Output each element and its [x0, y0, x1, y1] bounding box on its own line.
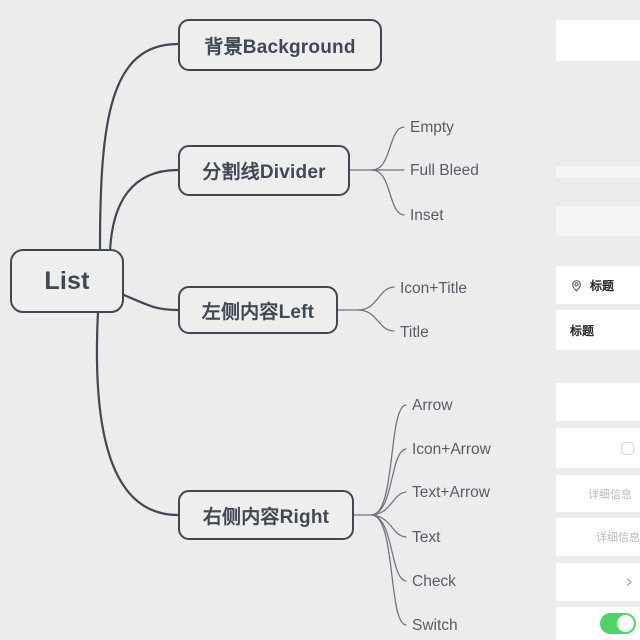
- chevron-right-icon: [624, 577, 634, 587]
- ui-row-detail-a-label: 详细信息: [588, 488, 632, 501]
- mindmap-node-divider-label: 分割线Divider: [202, 162, 326, 183]
- ui-row-switch[interactable]: [556, 607, 640, 640]
- ui-row-pin-title-label: 标题: [590, 278, 615, 293]
- edge-divider-empty: [371, 126, 405, 171]
- mindmap-leaf-icon-title[interactable]: Icon+Title: [400, 280, 468, 297]
- mindmap-node-right-label: 右侧内容Right: [202, 506, 330, 528]
- ui-row-blank[interactable]: [556, 383, 640, 421]
- edge-divider-inset: [371, 169, 405, 216]
- toggle-switch-knob: [617, 615, 634, 632]
- mindmap-leaf-title[interactable]: Title: [400, 324, 429, 341]
- mindmap-leaf-arrow[interactable]: Arrow: [412, 397, 453, 414]
- mindmap-node-root-label: List: [44, 266, 90, 295]
- edge-root-divider: [108, 168, 180, 254]
- mindmap-node-left-label: 左侧内容Left: [201, 301, 315, 323]
- edge-root-left: [122, 293, 180, 312]
- ui-row-pin-title[interactable]: 标题: [556, 266, 640, 304]
- edge-root-right: [95, 310, 180, 517]
- mindmap-leaf-switch[interactable]: Switch: [412, 617, 458, 634]
- edge-right-arrow: [371, 404, 407, 516]
- mindmap-node-divider[interactable]: 分割线Divider: [178, 145, 350, 196]
- edge-right-iconarrow: [371, 448, 407, 516]
- ui-row-checkbox[interactable]: [556, 428, 640, 468]
- checkbox-icon[interactable]: [621, 441, 634, 455]
- edge-right-check: [371, 514, 407, 582]
- ui-row-chevron[interactable]: [556, 563, 640, 601]
- mindmap-leaf-full-bleed[interactable]: Full Bleed: [410, 162, 479, 179]
- edge-left-icontitle: [357, 286, 395, 311]
- mindmap-node-background[interactable]: 背景Background: [178, 19, 382, 71]
- toggle-switch[interactable]: [600, 613, 636, 634]
- mindmap-leaf-check[interactable]: Check: [412, 573, 456, 590]
- edge-root-background: [98, 42, 180, 251]
- edge-right-textarrow: [371, 491, 407, 516]
- mindmap-leaf-empty[interactable]: Empty: [410, 119, 454, 136]
- mindmap-node-background-label: 背景Background: [204, 36, 356, 58]
- mindmap-leaf-icon-arrow[interactable]: Icon+Arrow: [412, 441, 491, 458]
- ui-blank-white-panel: [556, 20, 640, 61]
- mindmap-leaf-text[interactable]: Text: [412, 529, 441, 546]
- mindmap-leaf-text-arrow[interactable]: Text+Arrow: [412, 484, 490, 501]
- edge-left-title: [357, 309, 395, 332]
- edge-right-switch: [371, 514, 407, 626]
- ui-preview-strip: 标题 标题 详细信息 详细信息: [556, 0, 640, 640]
- ui-row-title-label: 标题: [570, 323, 595, 338]
- mindmap-leaf-inset[interactable]: Inset: [410, 207, 444, 224]
- ui-row-detail-b[interactable]: 详细信息: [556, 518, 640, 556]
- mindmap-node-root[interactable]: List: [10, 249, 124, 313]
- location-pin-icon: [570, 279, 583, 292]
- mindmap-node-right[interactable]: 右侧内容Right: [178, 490, 354, 540]
- ui-row-detail-a[interactable]: 详细信息: [556, 475, 640, 512]
- edge-right-text: [371, 514, 407, 538]
- ui-ghost-panel-a: [556, 166, 640, 178]
- ui-row-detail-b-label: 详细信息: [596, 532, 640, 544]
- ui-row-title[interactable]: 标题: [556, 310, 640, 350]
- mindmap-node-left[interactable]: 左侧内容Left: [178, 286, 338, 334]
- ui-ghost-panel-b: [556, 206, 640, 236]
